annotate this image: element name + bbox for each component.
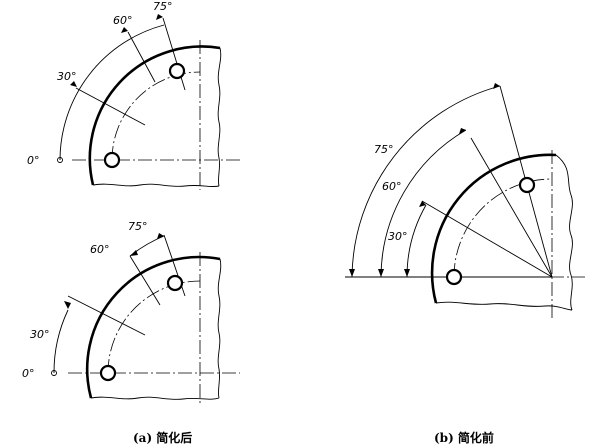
break-line-right	[555, 154, 573, 311]
figure-a-top: 0° 30° 60° 75°	[27, 0, 240, 190]
arrowhead-30-end	[419, 201, 426, 207]
dimension-arc	[53, 309, 69, 374]
arrowhead-60-start	[378, 269, 384, 277]
dimension-line-60	[127, 31, 156, 83]
arrowhead-30-start	[404, 269, 410, 277]
hole-75deg	[168, 62, 186, 80]
arrowhead-60	[121, 27, 128, 33]
dimension-arc-75	[351, 85, 501, 278]
outer-edge-arc	[430, 153, 557, 304]
arrowhead-75	[156, 14, 163, 20]
dimension-line-60	[129, 255, 161, 306]
break-line-bottom	[92, 183, 220, 188]
break-line-bottom	[435, 301, 573, 311]
break-line-right	[217, 258, 222, 399]
arrowhead-30	[70, 81, 77, 87]
caption-b: (b) 简化前	[434, 430, 494, 445]
angle-label-75: 75°	[128, 220, 148, 233]
outer-edge-arc	[85, 255, 221, 399]
dimension-line-30	[75, 87, 146, 126]
arrowhead-60	[130, 250, 138, 256]
angle-label-60: 60°	[382, 180, 402, 193]
angle-label-60: 60°	[113, 14, 133, 27]
dimension-arc-60	[380, 129, 467, 278]
arrowhead-60-end	[459, 128, 466, 134]
radial-line-60	[470, 137, 553, 278]
break-line-right	[217, 47, 222, 187]
angle-label-75: 75°	[374, 143, 394, 156]
radial-line-30	[421, 200, 553, 278]
hole-75deg	[166, 274, 184, 292]
dimension-origin-marker	[51, 370, 57, 376]
angle-label-30: 30°	[57, 70, 77, 83]
outer-edge-arc	[88, 45, 221, 186]
figure-b: 30° 60° 75°	[345, 83, 585, 320]
figure-a-bottom: 0° 30° 60° 75°	[22, 220, 240, 405]
angle-label-60: 60°	[90, 243, 110, 256]
angle-label-30: 30°	[388, 230, 408, 243]
caption-a: (a) 简化后	[133, 430, 192, 445]
arrowhead-75	[157, 233, 164, 239]
dimension-arc	[59, 24, 165, 161]
dimension-arc-30	[406, 204, 427, 278]
hole-0deg	[103, 151, 121, 169]
dimension-line-30	[67, 295, 146, 336]
arrowhead-30	[64, 301, 71, 309]
hole-75deg	[518, 176, 536, 194]
break-line-bottom	[90, 396, 220, 400]
angle-label-0: 0°	[22, 367, 35, 380]
arrowhead-75-end	[493, 83, 500, 89]
dimension-line-75	[162, 17, 186, 91]
hole-0deg	[445, 268, 463, 286]
arrowhead-75-start	[349, 269, 355, 277]
pitch-circle-arc	[107, 280, 201, 374]
hole-0deg	[99, 364, 117, 382]
angle-label-0: 0°	[27, 154, 40, 167]
angle-label-30: 30°	[30, 328, 50, 341]
angle-label-75: 75°	[153, 0, 173, 13]
dimension-origin-marker	[57, 157, 63, 163]
pitch-circle-arc	[111, 71, 201, 161]
